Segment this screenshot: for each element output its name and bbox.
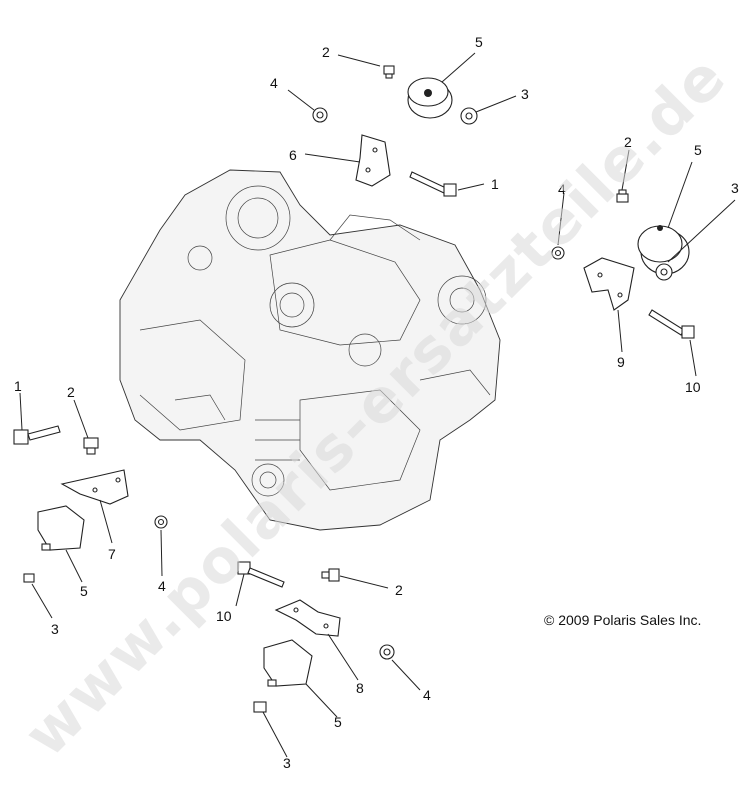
flange-bolt-2-top xyxy=(383,65,395,79)
callout-4-bottom: 4 xyxy=(423,687,431,703)
rubber-mount-5-bottom xyxy=(263,639,313,687)
flange-bolt-2-left xyxy=(83,437,99,455)
flange-bolt-2-bottom xyxy=(321,568,340,582)
callout-6: 6 xyxy=(289,147,297,163)
copyright-notice: © 2009 Polaris Sales Inc. xyxy=(544,612,701,628)
bolt-10-right xyxy=(648,309,695,339)
callout-3-left: 3 xyxy=(51,621,59,637)
bolt-1-left xyxy=(13,425,61,445)
callout-8: 8 xyxy=(356,680,364,696)
callout-labels: 2 5 4 3 6 1 2 5 4 3 9 10 1 2 7 5 4 3 10 … xyxy=(14,34,739,771)
nut-4-bottom xyxy=(379,644,395,660)
callout-1-top: 1 xyxy=(491,176,499,192)
lower-mount-group xyxy=(237,561,395,713)
bracket-8 xyxy=(274,599,341,637)
callout-10-right: 10 xyxy=(685,379,701,395)
bracket-7 xyxy=(60,469,129,505)
callout-2-bottom: 2 xyxy=(395,582,403,598)
callout-5-left: 5 xyxy=(80,583,88,599)
rubber-mount-5-left xyxy=(37,505,85,551)
callout-10-bottom: 10 xyxy=(216,608,232,624)
callout-4-left: 4 xyxy=(158,578,166,594)
callout-9: 9 xyxy=(617,354,625,370)
callout-2-right: 2 xyxy=(624,134,632,150)
bracket-6 xyxy=(355,134,391,187)
flange-bolt-2-right xyxy=(616,189,629,203)
callout-3-right: 3 xyxy=(731,180,739,196)
nut-4-top xyxy=(312,107,328,123)
nut-3-bottom xyxy=(253,701,267,713)
callout-3-bottom: 3 xyxy=(283,755,291,771)
engine-assembly xyxy=(119,169,501,531)
callout-5-right: 5 xyxy=(694,142,702,158)
nut-3-top xyxy=(460,107,478,125)
bracket-9 xyxy=(583,257,635,311)
right-mount-group xyxy=(551,189,695,339)
bolt-1-top xyxy=(409,171,457,197)
nut-3-left xyxy=(23,573,35,583)
callout-5-top: 5 xyxy=(475,34,483,50)
callout-2-top: 2 xyxy=(322,44,330,60)
nut-4-left xyxy=(154,515,168,529)
upper-mount-group xyxy=(312,65,478,197)
rubber-mount-5-top xyxy=(407,77,453,119)
left-mount-group xyxy=(13,425,168,583)
callout-4-right: 4 xyxy=(558,181,566,197)
callout-1-left: 1 xyxy=(14,378,22,394)
callout-3-top: 3 xyxy=(521,86,529,102)
callout-2-left: 2 xyxy=(67,384,75,400)
rubber-mount-5-right xyxy=(637,225,690,275)
nut-3-right xyxy=(655,263,673,281)
callout-7: 7 xyxy=(108,546,116,562)
callout-4-top: 4 xyxy=(270,75,278,91)
nut-4-right xyxy=(551,246,565,260)
leader-lines xyxy=(19,52,736,758)
callout-5-bottom: 5 xyxy=(334,714,342,730)
